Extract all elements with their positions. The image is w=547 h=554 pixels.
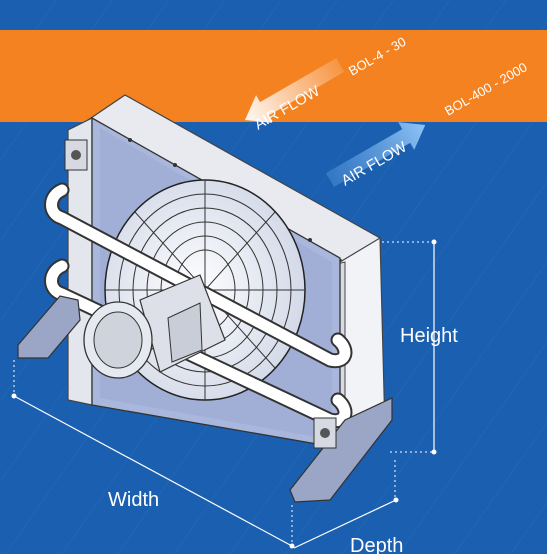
height-label: Height (400, 325, 458, 347)
left-foot-bracket (17, 295, 81, 359)
airflow-arrow-right (326, 122, 426, 187)
motor (83, 274, 226, 379)
airflow-arrow-left (245, 58, 345, 123)
depth-dimension (293, 460, 399, 549)
height-dimension (382, 239, 437, 455)
right-foot-bracket (289, 397, 393, 503)
width-dimension (11, 360, 295, 549)
corner-blocks (64, 139, 337, 449)
depth-label: Depth (350, 535, 403, 554)
width-label: Width (108, 489, 159, 511)
